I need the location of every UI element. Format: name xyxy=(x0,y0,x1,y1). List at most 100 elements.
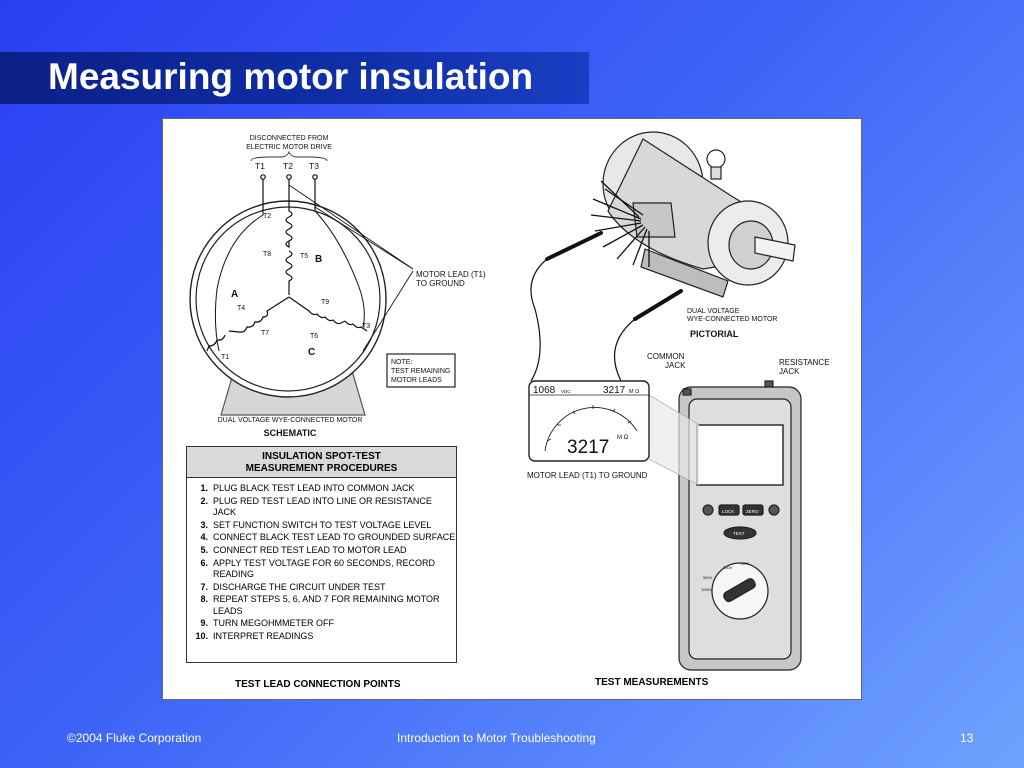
procedure-step: 1. PLUG BLACK TEST LEAD INTO COMMON JACK xyxy=(193,483,456,494)
motor-lead-pointer-2 xyxy=(314,206,414,270)
title-bar: Measuring motor insulation xyxy=(0,52,589,104)
lock-button-label: LOCK xyxy=(722,509,734,514)
schematic-top-label-2: ELECTRIC MOTOR DRIVE xyxy=(246,144,332,151)
terminal-t3-label: T3 xyxy=(309,161,319,171)
pictorial-motor-label-2: WYE-CONNECTED MOTOR xyxy=(687,316,777,323)
common-jack-socket xyxy=(682,388,692,396)
display-resistance-main-unit: M Ω xyxy=(617,435,629,441)
enlarged-display xyxy=(528,380,650,462)
winding-t9-label: T9 xyxy=(321,299,329,306)
procedure-step-number: 4. xyxy=(200,532,208,543)
display-resistance-main: 3217 xyxy=(567,437,609,458)
meter-lcd xyxy=(696,424,784,486)
procedure-step-text: CONNECT BLACK TEST LEAD TO GROUNDED SURF… xyxy=(213,532,456,543)
procedure-step: 10.INTERPRET READINGS xyxy=(193,631,456,642)
note-line-3: MOTOR LEADS xyxy=(391,377,442,384)
procedure-step-text: SET FUNCTION SWITCH TO TEST VOLTAGE LEVE… xyxy=(213,519,432,530)
figure-drawing: DISCONNECTED FROM ELECTRIC MOTOR DRIVE T… xyxy=(189,131,830,671)
winding-a-lower xyxy=(206,334,226,352)
motor-lead-pointer-1 xyxy=(288,184,414,270)
procedure-step-number: 7. xyxy=(200,581,208,592)
winding-b-lower xyxy=(285,250,293,295)
display-voltage-unit: VDC xyxy=(561,389,571,394)
pictorial-caption: PICTORIAL xyxy=(690,329,739,339)
winding-a-upper xyxy=(228,296,290,333)
procedure-step-text: TURN MEGOHMMETER OFF xyxy=(213,618,334,629)
motor-frame-inner xyxy=(195,206,381,392)
phase-a-label: A xyxy=(231,289,238,300)
winding-c-lower xyxy=(344,320,368,332)
analog-arc xyxy=(544,407,638,452)
procedure-step: 5.CONNECT RED TEST LEAD TO MOTOR LEAD xyxy=(193,545,456,556)
dial-label-off: OFF xyxy=(741,561,750,566)
motor-caption: DUAL VOLTAGE WYE-CONNECTED MOTOR xyxy=(218,417,363,424)
motor-foot xyxy=(640,248,729,298)
procedure-step: 7. DISCHARGE THE CIRCUIT UNDER TEST xyxy=(193,582,456,593)
procedure-step-text: REPEAT STEPS 5, 6, AND 7 FOR REMAINING M… xyxy=(213,594,440,616)
procedures-title-1: INSULATION SPOT-TEST xyxy=(262,451,381,462)
footer-page-number: 13 xyxy=(960,731,974,745)
winding-t3-label: T3 xyxy=(362,323,370,330)
note-line-1: NOTE: xyxy=(391,359,412,366)
schematic-top-label-1: DISCONNECTED FROM xyxy=(250,135,329,142)
motor-lead-wires xyxy=(590,180,650,267)
procedure-step-text: PLUG RED TEST LEAD INTO LINE OR RESISTAN… xyxy=(213,495,432,517)
test-button-label: TEST xyxy=(733,531,745,536)
terminal-box xyxy=(632,202,676,238)
procedure-step-number: 1. xyxy=(200,483,208,493)
figure-panel: DISCONNECTED FROM ELECTRIC MOTOR DRIVE T… xyxy=(162,118,862,700)
winding-t6-label: T6 xyxy=(310,333,318,340)
procedures-box: INSULATION SPOT-TEST MEASUREMENT PROCEDU… xyxy=(186,446,457,663)
motor-frame-outer xyxy=(189,200,387,398)
motor-shaft xyxy=(754,236,796,262)
schematic-diagram xyxy=(189,150,456,416)
winding-t2-label: T2 xyxy=(263,213,271,220)
slide-title: Measuring motor insulation xyxy=(48,56,534,97)
procedure-step-text: DISCHARGE THE CIRCUIT UNDER TEST xyxy=(213,581,386,592)
pictorial-text: DUAL VOLTAGE WYE-CONNECTED MOTOR PICTORI… xyxy=(527,308,830,592)
meter-zero-button xyxy=(742,504,764,516)
display-resistance-small: 3217 xyxy=(603,385,626,396)
display-voltage-value: 1068 xyxy=(533,385,556,396)
test-measurements-caption: TEST MEASUREMENTS xyxy=(595,677,709,688)
common-jack-label-2: JACK xyxy=(665,361,686,370)
procedure-step: 4. CONNECT BLACK TEST LEAD TO GROUNDED SU… xyxy=(193,532,456,543)
motor-lead-label-1: MOTOR LEAD (T1) xyxy=(416,270,486,279)
procedure-step-number: 8. xyxy=(200,594,208,605)
meter-button-right xyxy=(768,504,780,516)
lifting-eye xyxy=(706,149,726,169)
red-test-lead-wire xyxy=(530,258,548,382)
schematic-caption: SCHEMATIC xyxy=(264,428,317,438)
footer-course-title: Introduction to Motor Troubleshooting xyxy=(397,731,596,745)
procedure-step-number: 6. xyxy=(200,557,208,568)
dial-label-250v: 250V xyxy=(723,565,733,570)
red-test-probe xyxy=(545,231,603,261)
meter-test-button xyxy=(723,526,757,540)
procedure-step: 6.APPLY TEST VOLTAGE FOR 60 SECONDS, REC… xyxy=(193,558,456,580)
schematic-text: DISCONNECTED FROM ELECTRIC MOTOR DRIVE T… xyxy=(218,135,486,438)
motor-lead-pointer-3 xyxy=(362,270,414,352)
procedure-step: 3.SET FUNCTION SWITCH TO TEST VOLTAGE LE… xyxy=(193,520,456,531)
megohmmeter xyxy=(528,380,802,671)
lifting-eye-base xyxy=(710,166,722,180)
phase-c-label: C xyxy=(308,347,315,358)
procedure-step-text: PLUG BLACK TEST LEAD INTO COMMON JACK xyxy=(213,483,415,493)
pictorial-motor xyxy=(530,131,796,420)
winding-t8-label: T8 xyxy=(263,251,271,258)
zoom-area xyxy=(649,395,699,485)
note-line-2: TEST REMAINING xyxy=(391,368,450,375)
procedures-header: INSULATION SPOT-TEST MEASUREMENT PROCEDU… xyxy=(187,447,456,478)
procedure-step: 9.TURN MEGOHMMETER OFF xyxy=(193,618,456,629)
meter-button-left xyxy=(702,504,714,516)
dial-label-500v: 500V xyxy=(703,575,713,580)
winding-c-upper xyxy=(288,296,346,325)
common-jack-label-1: COMMON xyxy=(647,352,685,361)
zero-button-label: ZERO xyxy=(746,509,759,514)
winding-t4-label: T4 xyxy=(237,305,245,312)
lead-t3-route xyxy=(314,210,365,328)
resistance-jack-label-2: JACK xyxy=(779,367,800,376)
meter-dial-knob xyxy=(723,578,756,603)
procedure-step-text: CONNECT RED TEST LEAD TO MOTOR LEAD xyxy=(213,545,407,556)
display-resistance-small-unit: M Ω xyxy=(629,389,639,395)
